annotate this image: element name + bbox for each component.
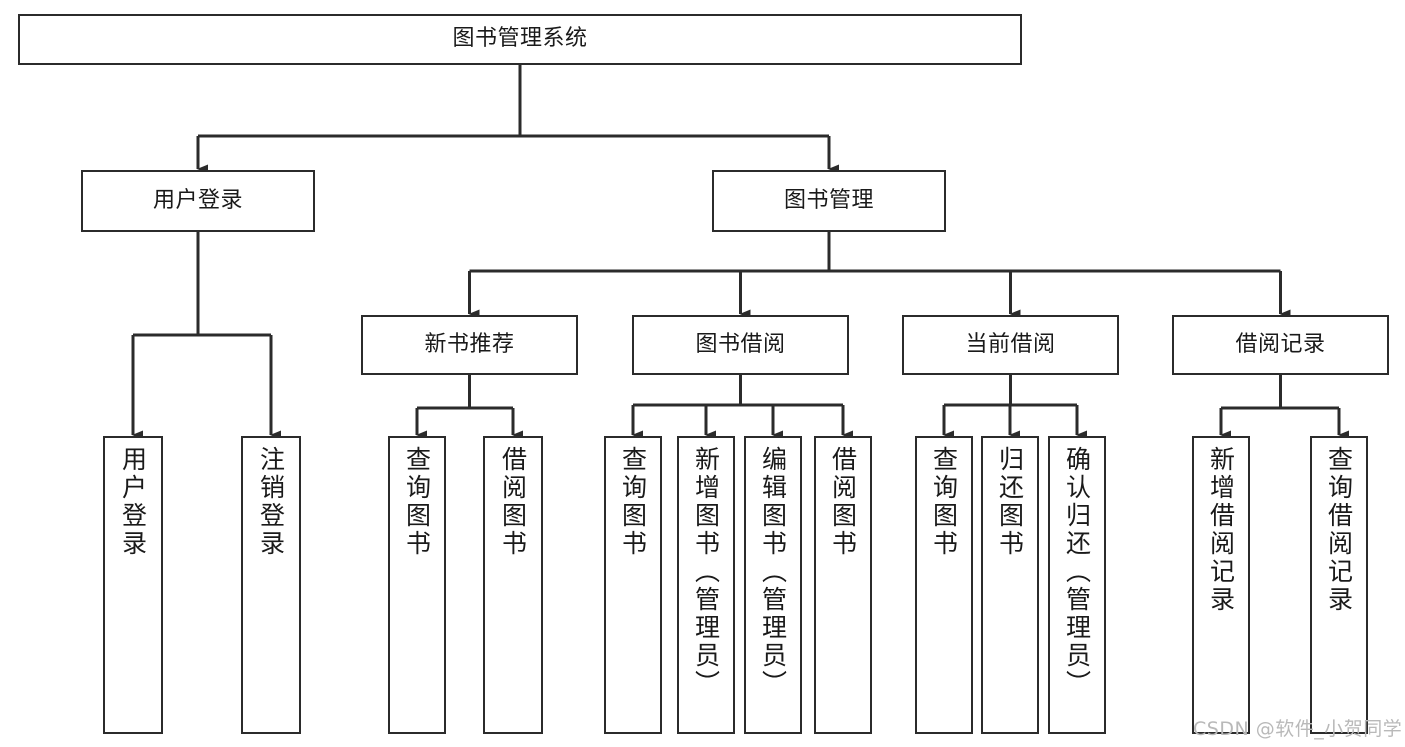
node-label: 当前借阅 (965, 331, 1056, 357)
node-label: 确认归还（管理员） (1062, 446, 1092, 698)
node-label: 新书推荐 (424, 331, 515, 357)
connector-group (131, 65, 1349, 440)
node-login[interactable]: 用户登录 (81, 170, 315, 232)
node-label: 查询图书 (929, 446, 959, 558)
node-label: 查询图书 (618, 446, 648, 558)
node-label: 查询图书 (402, 446, 432, 558)
node-label: 编辑图书（管理员） (758, 446, 788, 698)
node-leaf-bo-lend[interactable]: 借阅图书 (814, 436, 872, 734)
node-leaf-cu-return[interactable]: 归还图书 (981, 436, 1039, 734)
node-label: 借阅图书 (498, 446, 528, 558)
node-label: 查询借阅记录 (1324, 446, 1354, 614)
node-leaf-logout[interactable]: 注销登录 (241, 436, 301, 734)
node-leaf-bo-query[interactable]: 查询图书 (604, 436, 662, 734)
node-leaf-login[interactable]: 用户登录 (103, 436, 163, 734)
node-newbooks[interactable]: 新书推荐 (361, 315, 578, 375)
node-label: 图书管理 (783, 187, 874, 213)
node-label: 用户登录 (152, 187, 243, 213)
node-label: 图书借阅 (695, 331, 786, 357)
node-leaf-nb-query[interactable]: 查询图书 (388, 436, 446, 734)
node-leaf-cu-confirm[interactable]: 确认归还（管理员） (1048, 436, 1106, 734)
node-label: 借阅图书 (828, 446, 858, 558)
node-label: 归还图书 (995, 446, 1025, 558)
node-current[interactable]: 当前借阅 (902, 315, 1119, 375)
node-label: 新增图书（管理员） (691, 446, 721, 698)
node-label: 注销登录 (256, 446, 286, 558)
node-bookmgmt[interactable]: 图书管理 (712, 170, 946, 232)
node-label: 借阅记录 (1235, 331, 1326, 357)
node-records[interactable]: 借阅记录 (1172, 315, 1389, 375)
node-label: 图书管理系统 (452, 26, 588, 52)
node-leaf-cu-query[interactable]: 查询图书 (915, 436, 973, 734)
node-leaf-rc-query[interactable]: 查询借阅记录 (1310, 436, 1368, 734)
node-leaf-bo-add[interactable]: 新增图书（管理员） (677, 436, 735, 734)
node-leaf-rc-add[interactable]: 新增借阅记录 (1192, 436, 1250, 734)
node-label: 新增借阅记录 (1206, 446, 1236, 614)
node-label: 用户登录 (118, 446, 148, 558)
node-borrow[interactable]: 图书借阅 (632, 315, 849, 375)
node-leaf-bo-edit[interactable]: 编辑图书（管理员） (744, 436, 802, 734)
node-leaf-nb-borrow[interactable]: 借阅图书 (483, 436, 543, 734)
node-root[interactable]: 图书管理系统 (18, 14, 1022, 65)
